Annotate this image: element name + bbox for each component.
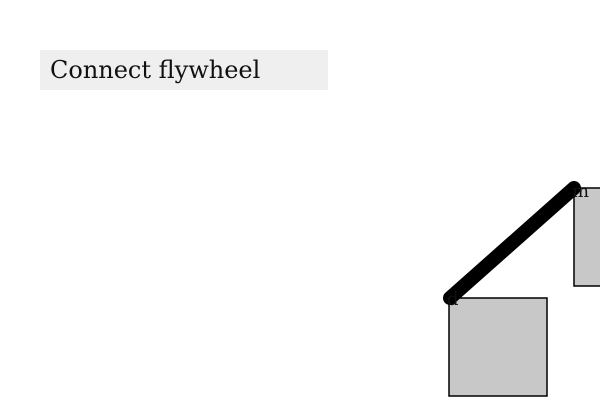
node-box-m[interactable] bbox=[573, 187, 600, 287]
node-label-m: m bbox=[572, 181, 589, 202]
node-label-d: d bbox=[447, 289, 459, 310]
connection-link-d-m[interactable] bbox=[443, 181, 581, 305]
task-instruction: Connect flywheel bbox=[40, 50, 328, 90]
node-box-d[interactable] bbox=[448, 297, 548, 397]
